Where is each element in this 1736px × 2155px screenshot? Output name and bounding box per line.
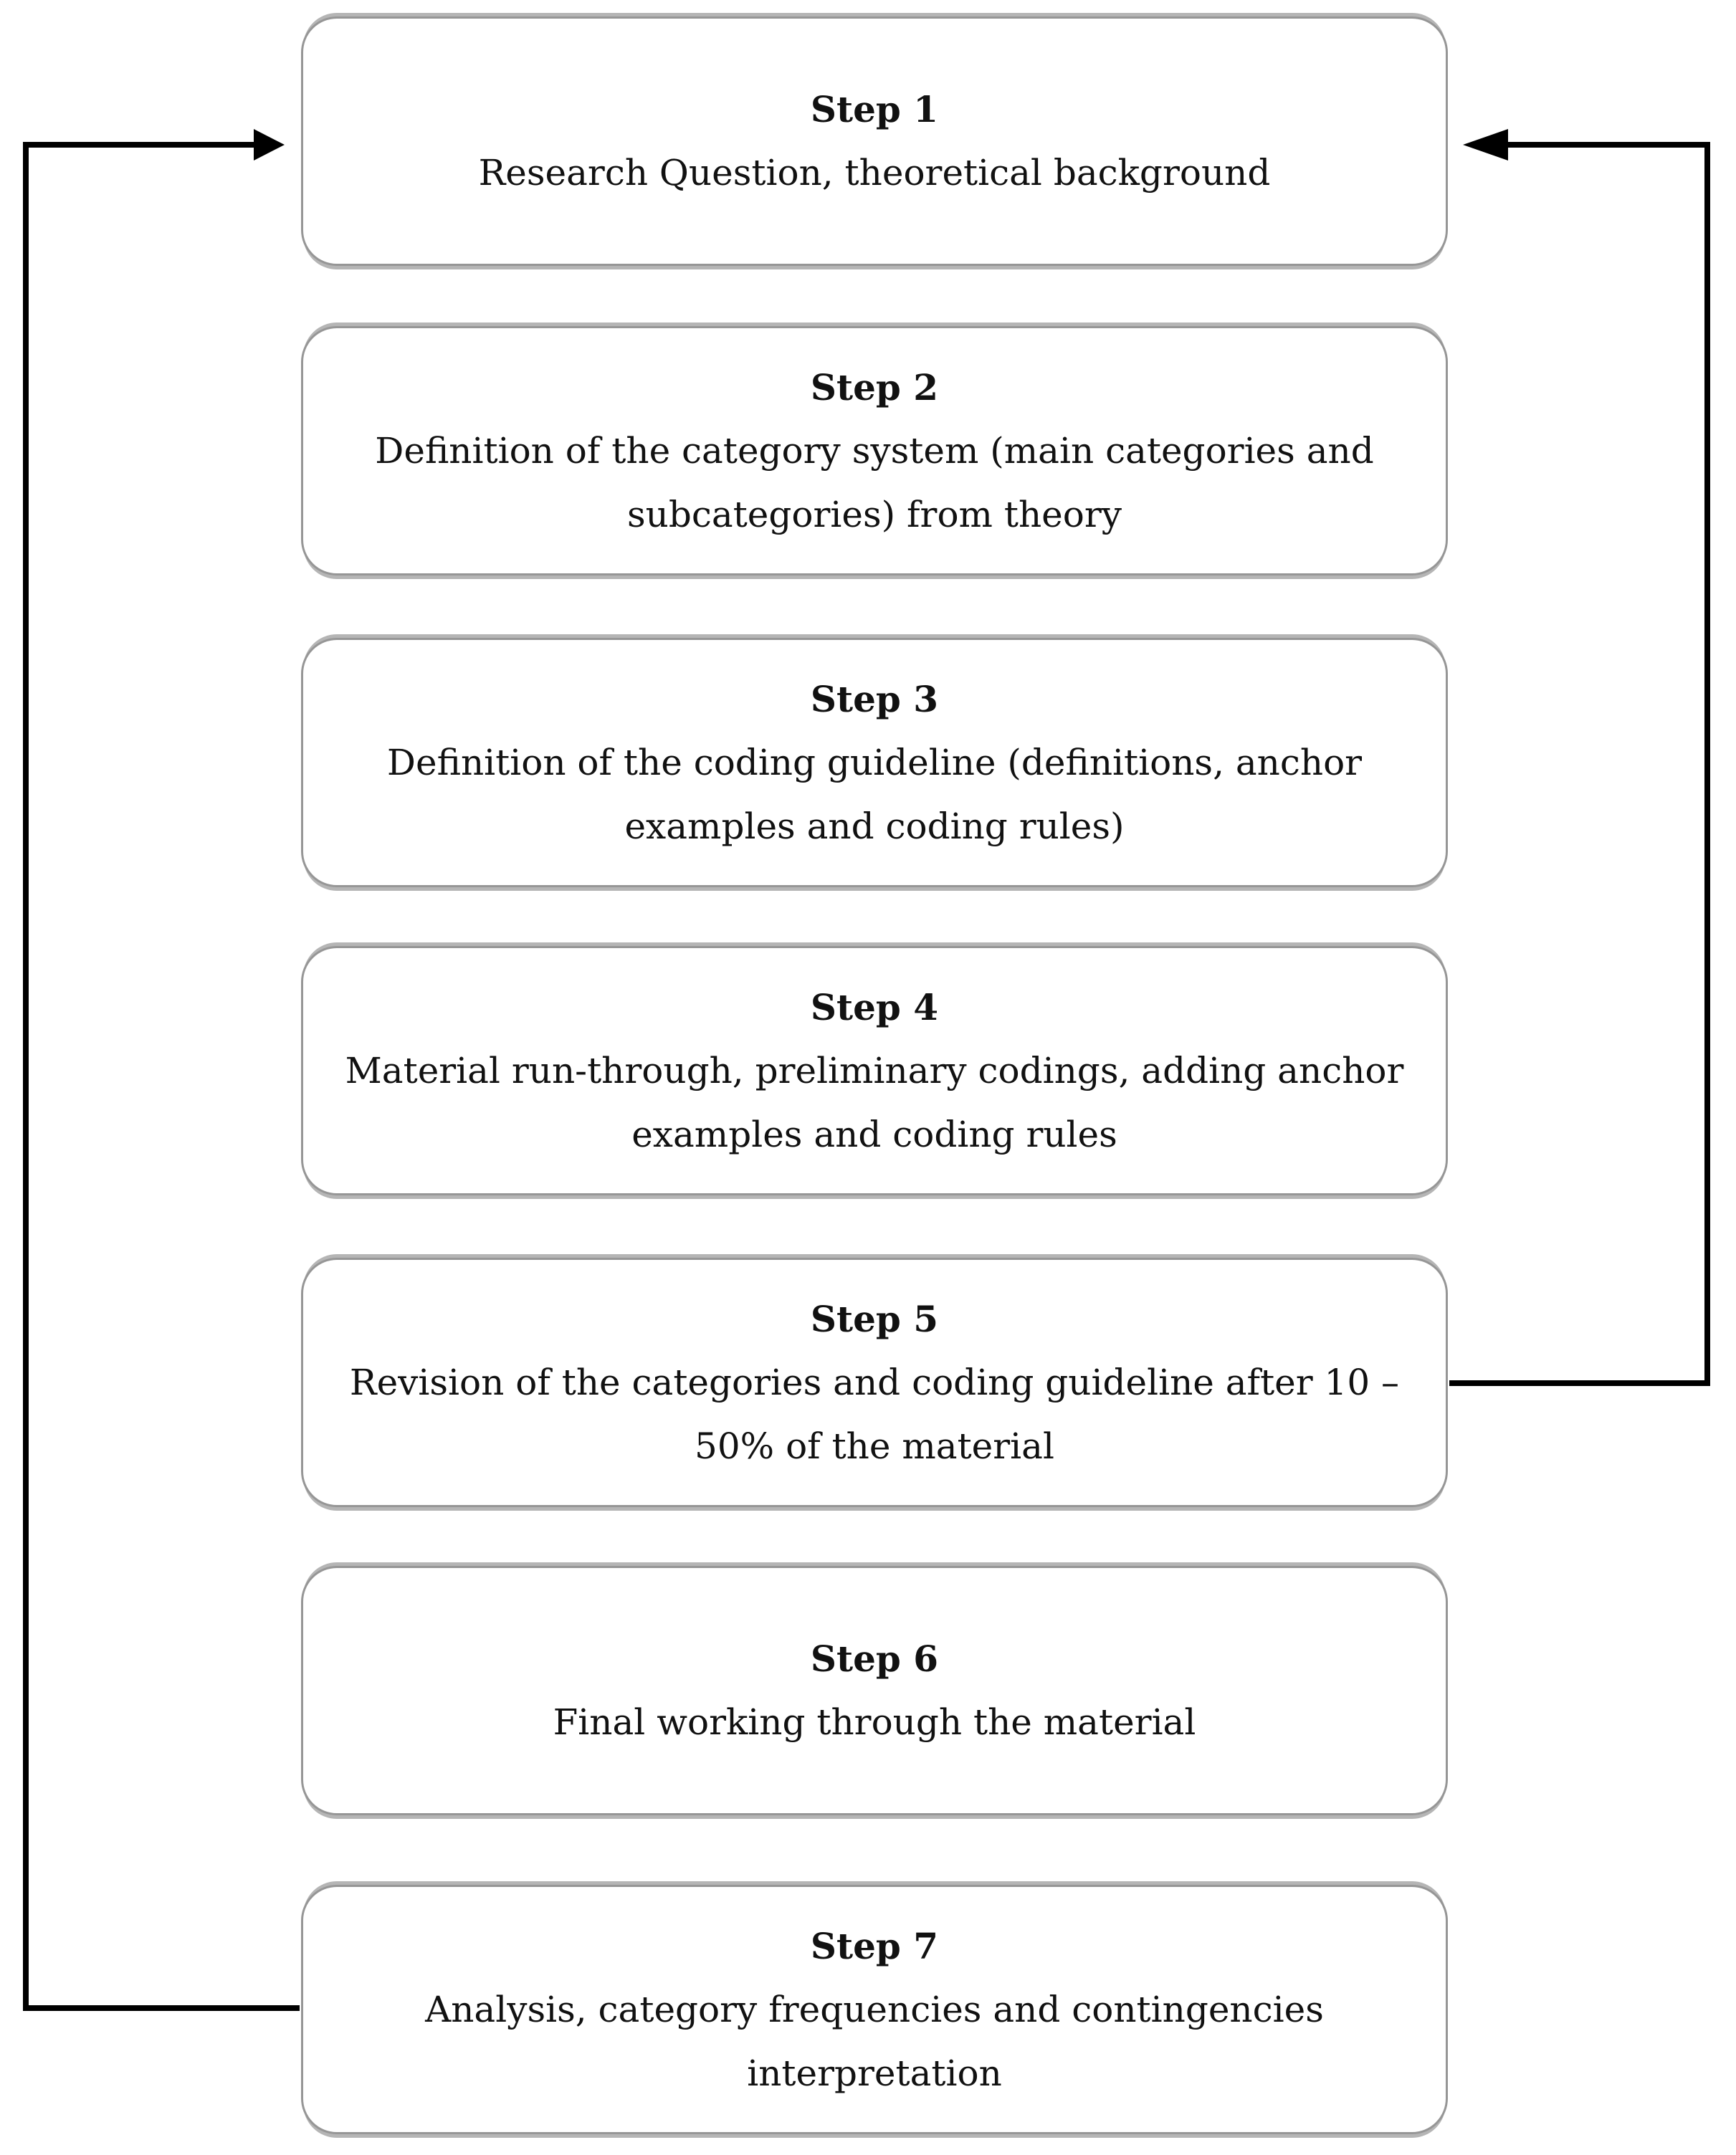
step-1-title: Step 1 (810, 88, 939, 130)
loop-arrow-step7-to-step1 (23, 129, 300, 2011)
step-5-description: Revision of the categories and coding gu… (349, 1361, 1400, 1467)
step-7-box: Step 7 Analysis, category frequencies an… (301, 1885, 1448, 2134)
step-7-description: Analysis, category frequencies and conti… (425, 1988, 1324, 2094)
step-4-title: Step 4 (810, 985, 939, 1028)
step-3-title: Step 3 (810, 677, 939, 720)
step-6-description: Final working through the material (553, 1701, 1196, 1743)
step-2-description: Definition of the category system (main … (375, 429, 1374, 535)
step-2-title: Step 2 (810, 365, 939, 408)
loop-arrow-step5-to-step1 (1449, 129, 1710, 1386)
step-3-description: Definition of the coding guideline (defi… (386, 741, 1363, 847)
step-5-box: Step 5 Revision of the categories and co… (301, 1258, 1448, 1507)
arrowhead-into-step1-left (254, 129, 285, 161)
step-1-description: Research Question, theoretical backgroun… (478, 152, 1271, 193)
step-6-title: Step 6 (810, 1638, 939, 1680)
step-1-box: Step 1 Research Question, theoretical ba… (301, 16, 1448, 266)
step-4-description: Material run-through, preliminary coding… (345, 1049, 1404, 1155)
step-7-title: Step 7 (810, 1924, 939, 1967)
step-3-box: Step 3 Definition of the coding guidelin… (301, 638, 1448, 887)
arrowhead-into-step1-right (1463, 129, 1508, 161)
step-5-title: Step 5 (810, 1297, 939, 1340)
step-6-box: Step 6 Final working through the materia… (301, 1566, 1448, 1815)
step-2-box: Step 2 Definition of the category system… (301, 326, 1448, 575)
step-4-box: Step 4 Material run-through, preliminary… (301, 946, 1448, 1195)
